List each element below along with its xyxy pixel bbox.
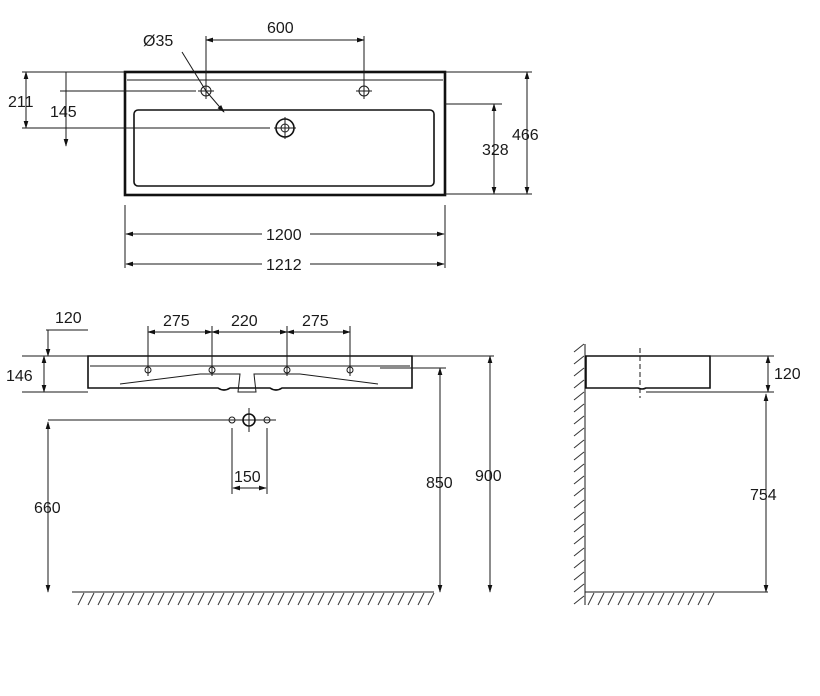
dim-spacing-mid: 220 (231, 313, 258, 330)
dim-drain-spacing: 150 (234, 469, 261, 486)
dim-bowl-depth: 328 (482, 142, 509, 159)
dim-754: 754 (750, 487, 777, 504)
hole-marker-2-icon (208, 356, 216, 376)
dim-spacing-left: 275 (163, 313, 190, 330)
front-view: 120 275 220 275 146 150 660 (6, 310, 502, 606)
dim-total-depth: 466 (512, 127, 539, 144)
dim-850: 850 (426, 475, 453, 492)
dim-outer-width: 1212 (266, 257, 302, 274)
drain-hole-icon (274, 117, 296, 139)
dim-basin-height-side: 120 (774, 366, 801, 383)
wall-hatch (573, 343, 586, 605)
dim-inner-width: 1200 (266, 227, 302, 244)
dim-660: 660 (34, 500, 61, 517)
top-view: Ø35 600 211 145 328 466 1200 1212 (8, 20, 539, 274)
basin-outline-side (585, 355, 711, 390)
dim-edge-offset: 120 (55, 310, 82, 327)
floor-hatch (72, 591, 435, 606)
dim-hole-spacing: 600 (267, 20, 294, 37)
dim-spacing-right: 275 (302, 313, 329, 330)
dim-211: 211 (8, 94, 34, 111)
hole-marker-1-icon (144, 356, 152, 376)
side-view: 120 754 (573, 343, 801, 606)
dim-basin-height-front: 146 (6, 368, 33, 385)
drain-fitting-icon (228, 408, 271, 432)
basin-outline-top (123, 70, 447, 197)
dim-900: 900 (475, 468, 502, 485)
hole-marker-4-icon (346, 356, 354, 376)
dim-145: 145 (50, 104, 77, 121)
floor-hatch-side (585, 591, 768, 606)
bowl-outline-top (133, 109, 435, 187)
hole-marker-3-icon (283, 356, 291, 376)
dim-hole-diameter: Ø35 (143, 33, 173, 50)
basin-outline-front (87, 355, 413, 391)
